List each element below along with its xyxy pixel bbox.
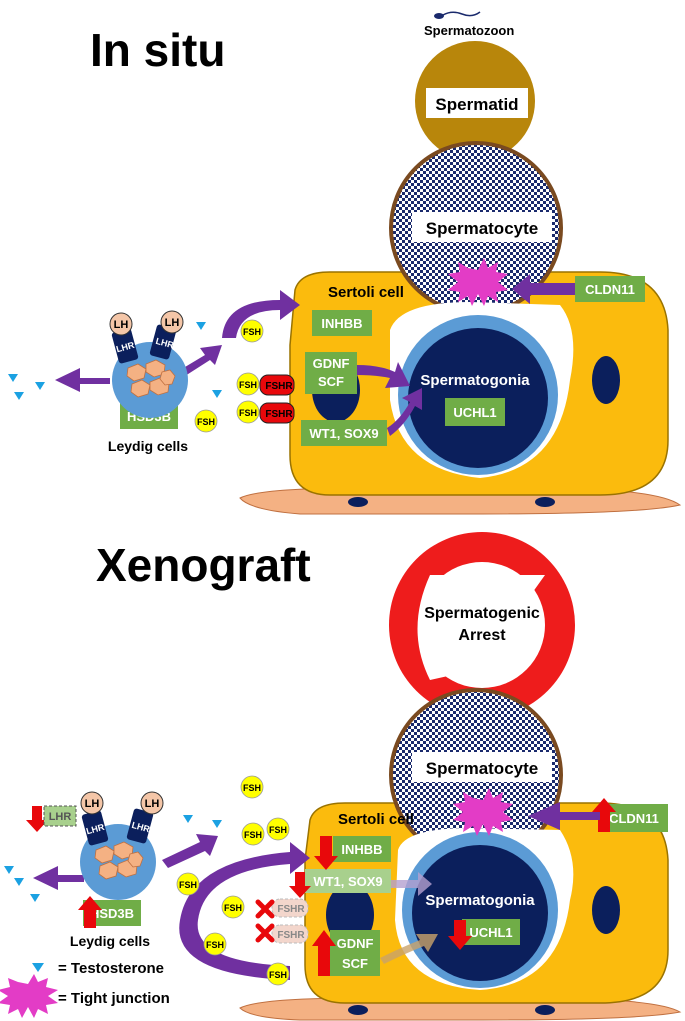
lhr-box-faded (43, 805, 77, 827)
inhbb-box-bottom (333, 836, 391, 862)
sertoli-label-top: Sertoli cell (328, 284, 404, 301)
lhr-label-top-1: LHR (115, 340, 136, 355)
leydig-cell-top (112, 342, 188, 418)
legend-tight-junction: = Tight junction (58, 990, 170, 1007)
uchl1-label-bottom: UCHL1 (469, 925, 512, 940)
regulation-arrows (26, 798, 616, 976)
spermatogonia-label-top: Spermatogonia (420, 372, 530, 389)
leydig-label-top: Leydig cells (108, 438, 188, 454)
lhr-label-faded: LHR (49, 811, 72, 823)
wt1-sox9-box-top (301, 420, 387, 446)
arrest-label-line2: Arrest (458, 627, 506, 644)
spermatogonia-bottom (412, 845, 548, 981)
uchl1-box-top (445, 398, 505, 426)
spermatid-label: Spermatid (435, 95, 518, 114)
lh-receptors-bottom (80, 791, 164, 846)
lhr-label-bottom-1: LHR (85, 822, 106, 837)
sertoli-label-bottom: Sertoli cell (338, 811, 414, 828)
spermatogenic-arrest-sign (389, 532, 575, 718)
tight-junction-top (448, 258, 508, 306)
testosterone-bottom (4, 815, 222, 902)
cldn11-box-top (575, 276, 645, 302)
spermatozoon-label: Spermatozoon (424, 23, 514, 38)
fsh-label-bottom-7: FSH (269, 970, 287, 980)
fsh-label-bottom-1: FSH (243, 783, 261, 793)
lhr-label-bottom-2: LHR (131, 820, 152, 835)
fshr-label-bottom-2: FSHR (277, 930, 305, 941)
in-situ-title: In situ (90, 24, 225, 76)
arrest-label-line1: Spermatogenic (424, 605, 540, 622)
spermatocyte-label-top: Spermatocyte (426, 219, 538, 238)
wt1-sox9-label-top: WT1, SOX9 (309, 426, 378, 441)
fshr-label-bottom-1: FSHR (277, 904, 305, 915)
lh-receptors-top (109, 310, 184, 364)
gdnf-label-top: GDNF (313, 356, 350, 371)
uchl1-label-top: UCHL1 (453, 405, 496, 420)
fshr-label-top-2: FSHR (265, 409, 293, 420)
lh-label-top-1: LH (114, 319, 129, 331)
spermatozoon (434, 11, 481, 19)
leydig-label-bottom: Leydig cells (70, 933, 150, 949)
inhbb-label-top: INHBB (321, 316, 362, 331)
tight-junction-legend-icon (0, 974, 58, 1018)
signal-arrows-bottom (33, 802, 600, 980)
fsh-label-bottom-5: FSH (224, 903, 242, 913)
testosterone-top (8, 322, 222, 400)
testosterone-legend-icon (32, 963, 44, 972)
fsh-label-bottom-2: FSH (244, 830, 262, 840)
xenograft-title: Xenograft (96, 539, 311, 591)
spermatogonia-label-bottom: Spermatogonia (425, 892, 535, 909)
gdnf-label-bottom: GDNF (337, 936, 374, 951)
fsh-label-top-3: FSH (239, 380, 257, 390)
wt1-sox9-box-bottom (305, 869, 391, 893)
gdnf-scf-box-top (305, 352, 357, 394)
inhbb-box-top (312, 310, 372, 336)
gdnf-scf-box-bottom (330, 930, 380, 976)
cldn11-label-bottom: CLDN11 (609, 811, 659, 826)
lhr-label-top-2: LHR (155, 336, 176, 351)
cldn11-label-top: CLDN11 (585, 282, 635, 297)
lh-label-top-2: LH (165, 317, 180, 329)
fshr-receptors-faded (271, 898, 309, 944)
wt1-sox9-label-bottom: WT1, SOX9 (313, 874, 382, 889)
signal-arrows-top (55, 274, 575, 436)
legend-testosterone: = Testosterone (58, 960, 164, 977)
fsh-label-bottom-3: FSH (269, 825, 287, 835)
spermatocyte-label-bottom: Spermatocyte (426, 759, 538, 778)
blocked-x-icons (255, 899, 275, 943)
fsh-label-top-2: FSH (197, 417, 215, 427)
fshr-label-top-1: FSHR (265, 381, 293, 392)
scf-label-bottom: SCF (342, 956, 368, 971)
fsh-label-bottom-6: FSH (206, 940, 224, 950)
scf-label-top: SCF (318, 374, 344, 389)
uchl1-box-bottom (462, 919, 520, 945)
fsh-molecules-top (194, 319, 264, 433)
fsh-label-bottom-4: FSH (179, 880, 197, 890)
fsh-label-top-1: FSH (243, 327, 261, 337)
fsh-molecules-bottom (176, 775, 290, 986)
faded-arrows-bottom (380, 872, 438, 964)
inhbb-label-bottom: INHBB (341, 842, 382, 857)
fshr-receptors-top (259, 374, 295, 424)
tight-junction-bottom (453, 788, 513, 836)
fsh-label-top-4: FSH (239, 408, 257, 418)
lh-label-bottom-1: LH (85, 798, 100, 810)
lh-label-bottom-2: LH (145, 798, 160, 810)
